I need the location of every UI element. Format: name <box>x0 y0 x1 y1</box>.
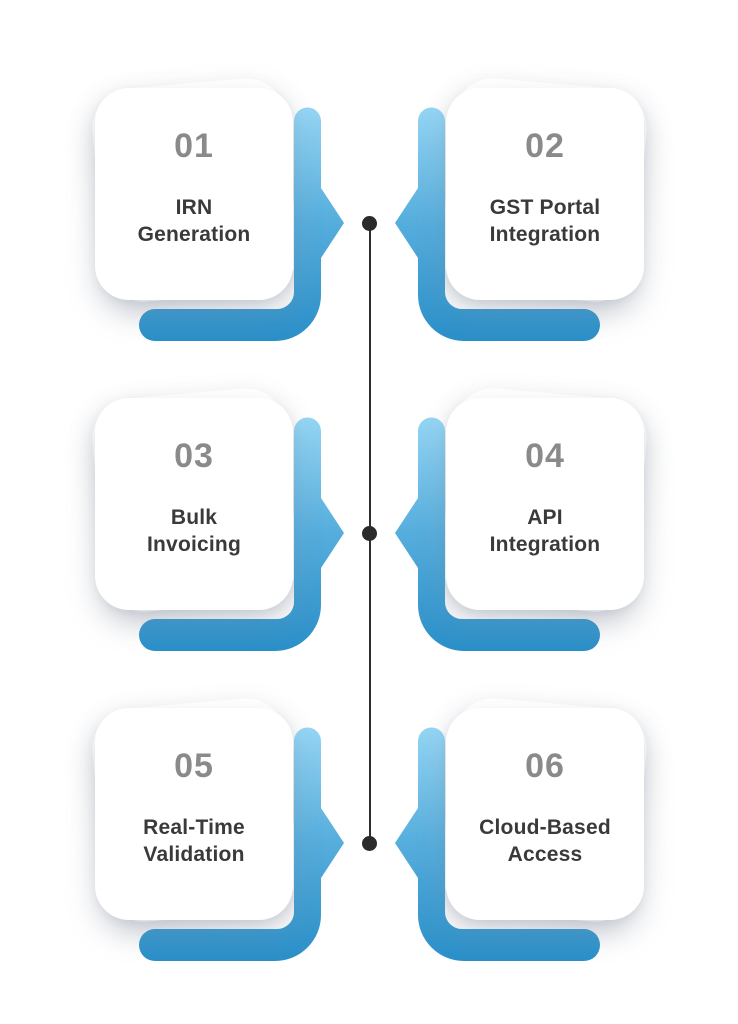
swoosh-arrow-icon <box>395 417 600 651</box>
card-label-line1: Bulk <box>170 506 218 530</box>
swoosh-arrow-icon <box>139 107 344 341</box>
card-body: 04 API Integration <box>446 398 644 610</box>
card-label-line1: Cloud-Based <box>479 816 611 840</box>
card-number: 06 <box>525 747 565 785</box>
card-number: 04 <box>525 437 565 475</box>
card-number: 05 <box>174 747 214 785</box>
swoosh-arrow-icon <box>395 107 600 341</box>
card-label-line2: Generation <box>137 223 251 247</box>
card-label: Bulk Invoicing <box>95 505 293 559</box>
card-label-line2: Integration <box>489 533 601 557</box>
card-body: 05 Real-Time Validation <box>95 708 293 920</box>
card-label-line2: Access <box>507 843 583 867</box>
timeline-dot-1 <box>362 215 377 231</box>
feature-card-04: 04 API Integration <box>394 384 650 651</box>
card-label-line1: API <box>527 506 563 530</box>
timeline-dot-3 <box>362 835 377 851</box>
card-label: IRN Generation <box>95 195 293 249</box>
card-number: 01 <box>174 127 214 165</box>
card-label: API Integration <box>446 505 644 559</box>
card-number: 03 <box>174 437 214 475</box>
card-body: 01 IRN Generation <box>95 88 293 300</box>
swoosh-arrow-icon <box>395 727 600 961</box>
card-body: 02 GST Portal Integration <box>446 88 644 300</box>
card-body: 06 Cloud-Based Access <box>446 708 644 920</box>
card-label-line1: Real-Time <box>143 816 245 840</box>
feature-card-06: 06 Cloud-Based Access <box>394 694 650 961</box>
card-label-line2: Validation <box>143 843 245 867</box>
swoosh-arrow-icon <box>139 727 344 961</box>
card-number: 02 <box>525 127 565 165</box>
card-label: Cloud-Based Access <box>446 815 644 869</box>
card-label: GST Portal Integration <box>446 195 644 249</box>
card-label-line1: GST Portal <box>489 196 601 220</box>
feature-card-05: 05 Real-Time Validation <box>89 694 345 961</box>
feature-card-02: 02 GST Portal Integration <box>394 74 650 341</box>
card-label-line2: Invoicing <box>147 533 241 557</box>
feature-card-01: 01 IRN Generation <box>89 74 345 341</box>
card-label-line1: IRN <box>175 196 213 220</box>
swoosh-arrow-icon <box>139 417 344 651</box>
card-label: Real-Time Validation <box>95 815 293 869</box>
feature-card-03: 03 Bulk Invoicing <box>89 384 345 651</box>
card-label-line2: Integration <box>489 223 601 247</box>
card-body: 03 Bulk Invoicing <box>95 398 293 610</box>
timeline-dot-2 <box>362 525 377 541</box>
